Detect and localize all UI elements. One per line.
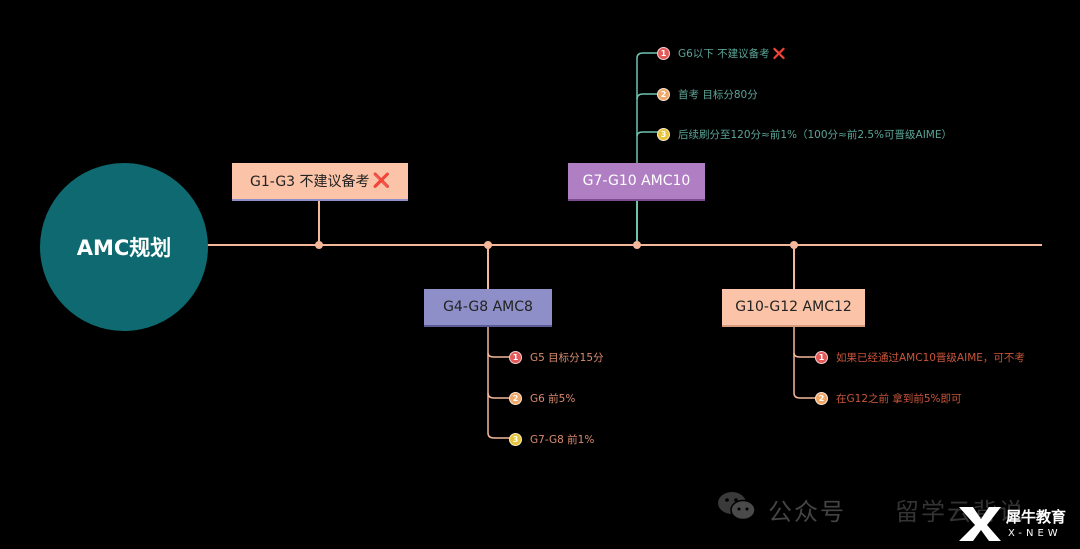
number-2-icon: 2 [509, 392, 522, 405]
number-1-icon: 1 [657, 47, 670, 60]
wechat-icon [718, 492, 756, 521]
g1g3-label: G1-G3 不建议备考 [250, 174, 370, 190]
g4g8-connector [487, 245, 489, 290]
note-text: 后续刷分至120分≈前1%（100分≈前2.5%可晋级AIME） [678, 129, 952, 141]
g4g8-node: G4-G8 AMC8 [424, 289, 552, 327]
g10g12-node: G10-G12 AMC12 [722, 289, 865, 327]
root-label: AMC规划 [76, 236, 172, 260]
g7g10-notes-tree [636, 52, 658, 163]
g10g12-notes-tree [793, 327, 816, 399]
g4g8-note-2: 2 G6 前5% [509, 391, 575, 406]
g4g8-note-1: 1 G5 目标分15分 [509, 350, 604, 365]
xnew-logo-icon [959, 507, 1001, 541]
logo-en-text: X-NEW [1008, 528, 1062, 539]
cross-mark-icon: ❌ [372, 173, 390, 189]
note-text: 首考 目标分80分 [678, 89, 758, 101]
note-text: G5 目标分15分 [530, 352, 604, 364]
timeline-axis [200, 244, 1042, 246]
note-text: 在G12之前 拿到前5%即可 [836, 393, 962, 405]
number-2-icon: 2 [657, 88, 670, 101]
watermark-wechat-label: 公众号 [768, 498, 846, 526]
g1g3-connector [318, 200, 320, 245]
logo-cn-text: 犀牛教育 [1006, 508, 1067, 526]
g4g8-label: G4-G8 AMC8 [443, 299, 533, 315]
cross-mark-icon: ❌ [772, 48, 786, 60]
number-3-icon: 3 [509, 433, 522, 446]
number-3-icon: 3 [657, 128, 670, 141]
watermark-account: 留学云背说 [895, 498, 1025, 526]
note-text: G7-G8 前1% [530, 434, 595, 446]
g4g8-note-3: 3 G7-G8 前1% [509, 432, 594, 447]
note-text: 如果已经通过AMC10晋级AIME，可不考 [836, 352, 1025, 364]
note-text: G6以下 不建议备考 [678, 48, 770, 60]
g10g12-note-1: 1 如果已经通过AMC10晋级AIME，可不考 [815, 350, 1025, 365]
g7g10-dot [633, 241, 641, 249]
g7g10-note-1: 1 G6以下 不建议备考 ❌ [657, 46, 786, 61]
g7g10-node: G7-G10 AMC10 [568, 163, 705, 201]
g1g3-node: G1-G3 不建议备考 ❌ [232, 163, 408, 201]
number-1-icon: 1 [815, 351, 828, 364]
number-2-icon: 2 [815, 392, 828, 405]
g7g10-note-3: 3 后续刷分至120分≈前1%（100分≈前2.5%可晋级AIME） [657, 127, 952, 142]
note-text: G6 前5% [530, 393, 576, 405]
number-1-icon: 1 [509, 351, 522, 364]
g7g10-label: G7-G10 AMC10 [582, 173, 691, 189]
g10g12-label: G10-G12 AMC12 [735, 299, 852, 315]
root-node: AMC规划 [40, 163, 208, 331]
g7g10-note-2: 2 首考 目标分80分 [657, 87, 758, 102]
g7g10-connector [636, 200, 638, 245]
g10g12-note-2: 2 在G12之前 拿到前5%即可 [815, 391, 962, 406]
g10g12-connector [793, 245, 795, 290]
g1g3-dot [315, 241, 323, 249]
g4g8-notes-tree [487, 327, 510, 439]
